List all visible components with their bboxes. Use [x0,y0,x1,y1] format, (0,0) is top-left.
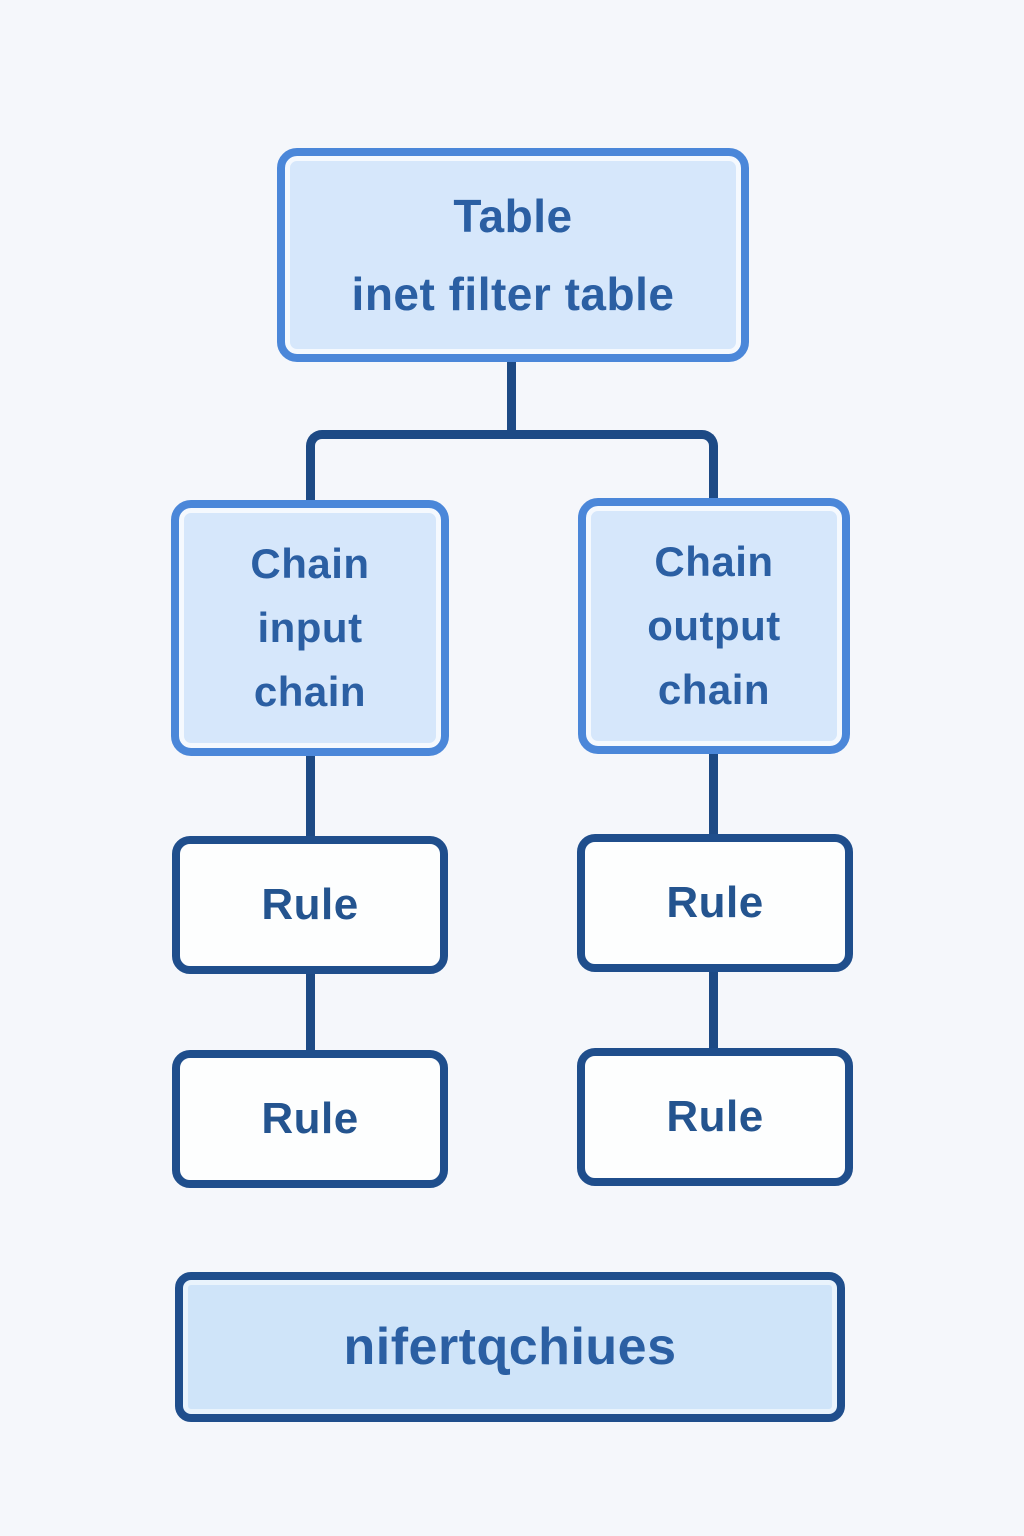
rule-node-output-2: Rule [577,1048,853,1186]
connector-output-rule-to-rule [709,968,718,1052]
connector-input-rule-to-rule [306,970,315,1054]
connector-input-chain-to-rule [306,752,315,840]
connector-table-stem [507,358,516,438]
rule-label: Rule [666,1092,764,1141]
table-node-title: Table [453,190,573,242]
connector-output-chain-to-rule [709,750,718,838]
chain-input-line2: input [257,604,363,651]
chain-input-line3: chain [253,668,367,715]
chain-output-node: Chain output chain [578,498,850,754]
table-node-subtitle: inet filter table [351,268,675,320]
rule-label: Rule [666,878,764,927]
chain-output-line2: output [647,602,781,649]
rule-label: Rule [261,880,359,929]
chain-input-title: Chain [250,540,370,587]
rule-node-input-1: Rule [172,836,448,974]
chain-output-title: Chain [654,538,774,585]
connector-branch [306,430,718,502]
chain-input-node: Chain input chain [171,500,449,756]
rule-node-output-1: Rule [577,834,853,972]
table-node: Table inet filter table [277,148,749,362]
rule-label: Rule [261,1094,359,1143]
caption-label: nifertɋchiues [343,1318,677,1376]
caption-node: nifertɋchiues [175,1272,845,1422]
rule-node-input-2: Rule [172,1050,448,1188]
chain-output-line3: chain [657,666,771,713]
